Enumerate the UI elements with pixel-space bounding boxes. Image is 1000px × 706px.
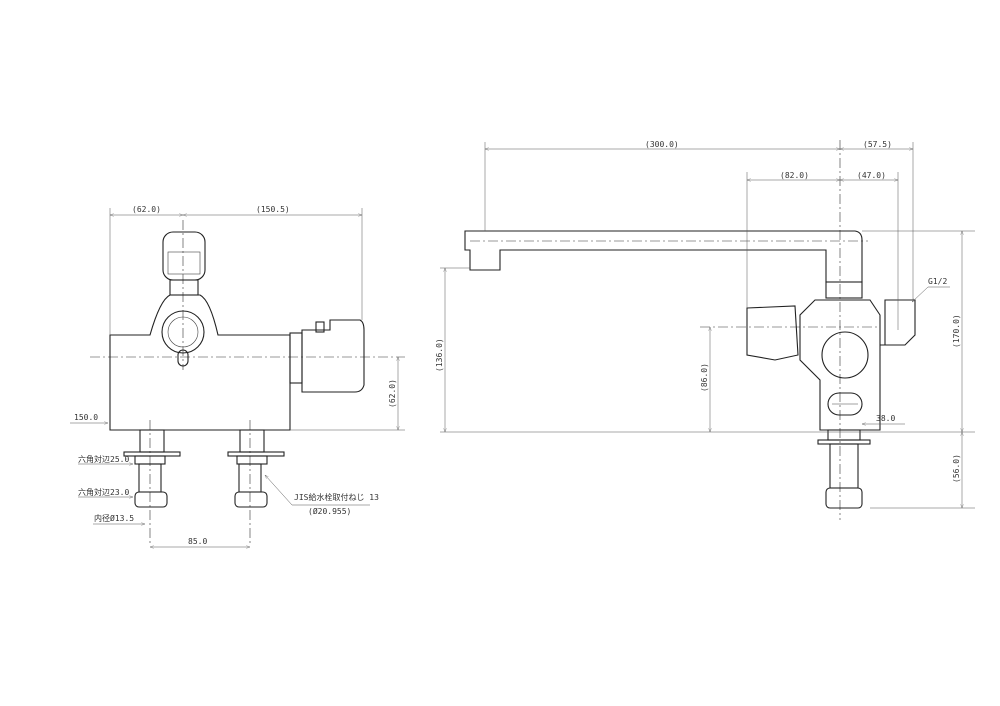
dim-300: (300.0) bbox=[645, 140, 679, 149]
hex-25-label: 六角対辺25.0 bbox=[78, 454, 129, 464]
dim-62-top: (62.0) bbox=[132, 205, 161, 214]
dim-47: (47.0) bbox=[857, 171, 886, 180]
pitch-85-label: 85.0 bbox=[188, 537, 207, 546]
dim-38: 38.0 bbox=[876, 414, 895, 423]
dim-170: (170.0) bbox=[952, 314, 961, 348]
inner-dia-label: 内径Ø13.5 bbox=[94, 513, 134, 523]
thread-dia: (Ø20.955) bbox=[308, 506, 351, 516]
dim-56: (56.0) bbox=[952, 454, 961, 483]
side-view: (300.0) (57.5) (82.0) (47.0) G1/2 (136.0… bbox=[435, 140, 975, 520]
dim-150-0: 150.0 bbox=[74, 413, 98, 422]
hex-23-label: 六角対辺23.0 bbox=[78, 487, 129, 497]
dim-62-vertical: (62.0) bbox=[388, 379, 397, 408]
dim-150-5: (150.5) bbox=[256, 205, 290, 214]
outlet-g12: G1/2 bbox=[928, 277, 947, 286]
thread-note: JIS給水栓取付ねじ 13 bbox=[294, 492, 379, 502]
front-view: (62.0) (150.5) 150.0 (62.0) 六角対辺25.0 六角対… bbox=[70, 205, 405, 547]
dim-82: (82.0) bbox=[780, 171, 809, 180]
dim-136: (136.0) bbox=[435, 338, 444, 372]
dim-86: (86.0) bbox=[700, 363, 709, 392]
dim-57-5: (57.5) bbox=[863, 140, 892, 149]
